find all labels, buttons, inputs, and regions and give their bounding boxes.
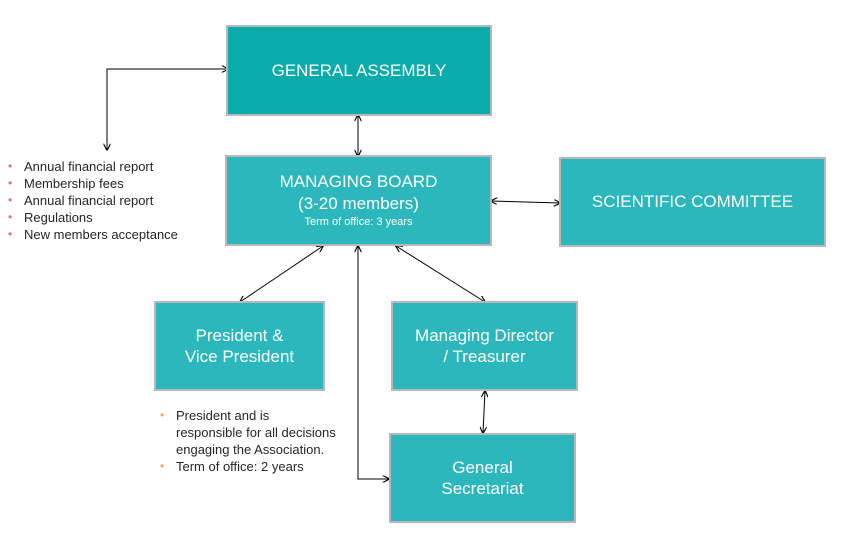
managing-director-title-line2: / Treasurer [443, 347, 526, 366]
president-title-line2: Vice President [184, 347, 295, 366]
list-item: •New members acceptance [8, 227, 178, 242]
scientific-committee-title: SCIENTIFIC COMMITTEE [591, 192, 794, 212]
assembly-duties-list: •Annual financial report •Membership fee… [4, 158, 224, 243]
president-node: President & Vice President [154, 301, 325, 391]
general-secretariat-title-line2: Secretariat [441, 479, 524, 498]
general-assembly-title: GENERAL ASSEMBLY [271, 60, 447, 80]
bullet-icon: • [160, 408, 165, 422]
bullet-icon: • [8, 193, 13, 207]
list-item: •Annual financial report [8, 159, 154, 174]
bullet-icon: • [8, 210, 13, 224]
edge-assembly-duties [107, 69, 228, 150]
president-notes-list: •President and is responsible for all de… [156, 407, 336, 475]
list-item: •Membership fees [8, 176, 124, 191]
edge-board-director [396, 246, 485, 302]
list-item: •Regulations [8, 210, 93, 225]
list-item: •Term of office: 2 years [160, 459, 304, 474]
general-assembly-node: GENERAL ASSEMBLY [226, 25, 492, 116]
edge-board-secretariat [358, 246, 389, 479]
managing-director-node: Managing Director / Treasurer [391, 301, 578, 391]
bullet-icon: • [8, 176, 13, 190]
managing-board-term: Term of office: 3 years [304, 215, 413, 228]
list-item: •President and is responsible for all de… [160, 408, 336, 457]
managing-director-title-line1: Managing Director [415, 325, 554, 345]
list-item: •Annual financial report [8, 193, 154, 208]
president-title-line1: President & [195, 325, 284, 345]
scientific-committee-node: SCIENTIFIC COMMITTEE [559, 157, 826, 247]
general-secretariat-title-line1: General [452, 457, 513, 477]
bullet-icon: • [8, 159, 13, 173]
managing-board-members: (3-20 members) [298, 193, 419, 213]
general-secretariat-node: General Secretariat [389, 433, 576, 523]
bullet-icon: • [160, 459, 165, 473]
edge-director-secretariat [483, 391, 485, 433]
managing-board-node: MANAGING BOARD (3-20 members) Term of of… [225, 155, 492, 246]
edge-board-president [240, 246, 323, 302]
edge-board-committee [491, 201, 560, 203]
bullet-icon: • [8, 227, 13, 241]
managing-board-title: MANAGING BOARD [279, 172, 438, 192]
